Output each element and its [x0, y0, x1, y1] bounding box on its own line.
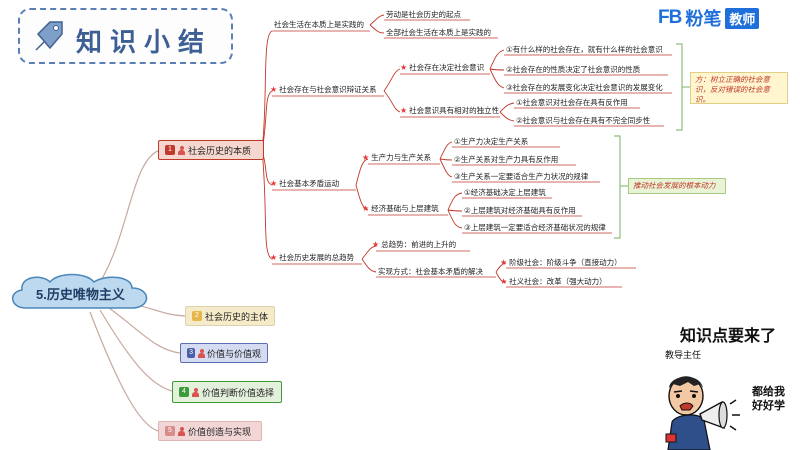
- star-icon: ★: [362, 153, 370, 162]
- subtopic-label: 社会历史发展的总趋势: [279, 253, 355, 262]
- star-icon: ★: [270, 85, 278, 94]
- star-icon: ★: [400, 106, 408, 115]
- leaf-item: 劳动是社会历史的起点: [386, 10, 461, 19]
- sub-node-productivity[interactable]: ★生产力与生产关系: [362, 154, 431, 162]
- branch-number: 1: [165, 145, 175, 155]
- subtopic-label: 社会基本矛盾运动: [279, 179, 340, 188]
- branch-number: 4: [179, 387, 189, 397]
- note-fundamental-driving-force: 推动社会发展的根本动力: [628, 178, 726, 194]
- branch-number: 5: [165, 426, 175, 436]
- sub-node-relative-independence[interactable]: ★社会意识具有相对的独立性: [400, 107, 499, 115]
- person-icon: [198, 348, 205, 358]
- sub-node-label: 总趋势：前进的上升的: [381, 240, 457, 249]
- star-icon: ★: [270, 179, 278, 188]
- leaf-item: 全部社会生活在本质上是实践的: [386, 28, 491, 37]
- cartoon-speech: 都给我 好好学: [752, 386, 785, 412]
- note-correct-consciousness: 方：树立正确的社会意识，反对错误的社会意识。: [690, 72, 788, 104]
- subtopic-existence-consciousness[interactable]: ★社会存在与社会意识辩证关系: [270, 86, 377, 94]
- brand-mark: FB: [658, 7, 682, 28]
- leaf-label: 阶级社会：阶级斗争（直接动力）: [509, 258, 622, 267]
- brand-name: 粉笔: [685, 9, 722, 29]
- leaf-item: ★阶级社会：阶级斗争（直接动力）: [500, 259, 622, 267]
- branch-value-judgment[interactable]: 4 价值判断价值选择: [172, 381, 282, 403]
- sub-node-base-superstructure[interactable]: ★经济基础与上层建筑: [362, 205, 439, 213]
- leaf-item: ①社会意识对社会存在具有反作用: [516, 98, 628, 107]
- leaf-item: ①有什么样的社会存在，就有什么样的社会意识: [506, 45, 663, 54]
- subtopic-basic-contradiction[interactable]: ★社会基本矛盾运动: [270, 180, 339, 188]
- sub-node-label: 生产力与生产关系: [371, 153, 432, 162]
- leaf-item: ③上层建筑一定要适合经济基础状况的规律: [464, 223, 606, 232]
- leaf-item: ②社会存在的性质决定了社会意识的性质: [506, 65, 641, 74]
- sub-node-trend[interactable]: ★总趋势：前进的上升的: [372, 241, 456, 249]
- star-icon: ★: [270, 253, 278, 262]
- leaf-item: ②生产关系对生产力具有反作用: [454, 155, 559, 164]
- branch-label: 社会历史的主体: [204, 311, 268, 322]
- leaf-item: ①经济基础决定上层建筑: [464, 188, 546, 197]
- root-node[interactable]: 5.历史唯物主义: [6, 270, 154, 314]
- branch-label: 价值判断价值选择: [202, 387, 275, 398]
- person-icon: [178, 145, 185, 155]
- leaf-item: ①生产力决定生产关系: [454, 137, 529, 146]
- teacher-illustration: [660, 358, 750, 450]
- branch-number: 3: [187, 348, 196, 358]
- subtopic-practice[interactable]: 社会生活在本质上是实践的: [274, 20, 364, 29]
- page-title: 知识小结: [76, 28, 213, 58]
- brand-suffix: 教师: [725, 7, 760, 29]
- star-icon: ★: [500, 277, 508, 286]
- cartoon-headline: 知识点要来了: [680, 328, 777, 345]
- star-icon: ★: [400, 63, 408, 72]
- branch-social-history-subject[interactable]: 2 社会历史的主体: [185, 306, 275, 326]
- star-icon: ★: [372, 240, 380, 249]
- leaf-item: ③社会存在的发展变化决定社会意识的发展变化: [506, 83, 663, 92]
- sub-node-label: 经济基础与上层建筑: [371, 204, 439, 213]
- leaf-item: ★社义社会：改革（强大动力）: [500, 278, 607, 286]
- leaf-label: 社义社会：改革（强大动力）: [509, 277, 607, 286]
- branch-label: 社会历史的本质: [188, 145, 252, 156]
- star-icon: ★: [500, 258, 508, 267]
- person-icon: [192, 387, 199, 397]
- person-icon: [178, 426, 185, 436]
- tag-icon: [34, 20, 64, 52]
- star-icon: ★: [362, 204, 370, 213]
- branch-number: 2: [192, 311, 202, 321]
- subtopic-label: 社会存在与社会意识辩证关系: [279, 85, 377, 94]
- branch-value-and-values[interactable]: 3 价值与价值观: [180, 343, 268, 363]
- root-label: 5.历史唯物主义: [36, 287, 125, 302]
- sub-node-existence-determines[interactable]: ★社会存在决定社会意识: [400, 64, 484, 72]
- sub-node-label: 社会存在决定社会意识: [409, 63, 485, 72]
- branch-social-history-essence[interactable]: 1 社会历史的本质: [158, 140, 264, 160]
- leaf-item: ②上层建筑对经济基础具有反作用: [464, 206, 576, 215]
- sub-node-label: 社会意识具有相对的独立性: [409, 106, 500, 115]
- brand-logo: FB 粉笔 教师: [658, 5, 760, 31]
- cloud-shape: [12, 273, 148, 309]
- branch-label: 价值与价值观: [206, 348, 261, 359]
- cartoon-role: 教导主任: [665, 350, 702, 360]
- leaf-item: ③生产关系一定要适合生产力状况的规律: [454, 172, 589, 181]
- sub-node-method[interactable]: 实现方式：社会基本矛盾的解决: [378, 267, 483, 276]
- subtopic-overall-trend[interactable]: ★社会历史发展的总趋势: [270, 254, 354, 262]
- leaf-item: ②社会意识与社会存在具有不完全同步性: [516, 116, 651, 125]
- branch-label: 价值创造与实现: [188, 426, 252, 437]
- branch-value-creation[interactable]: 5 价值创造与实现: [158, 421, 262, 441]
- title-tag: 知识小结: [18, 8, 233, 64]
